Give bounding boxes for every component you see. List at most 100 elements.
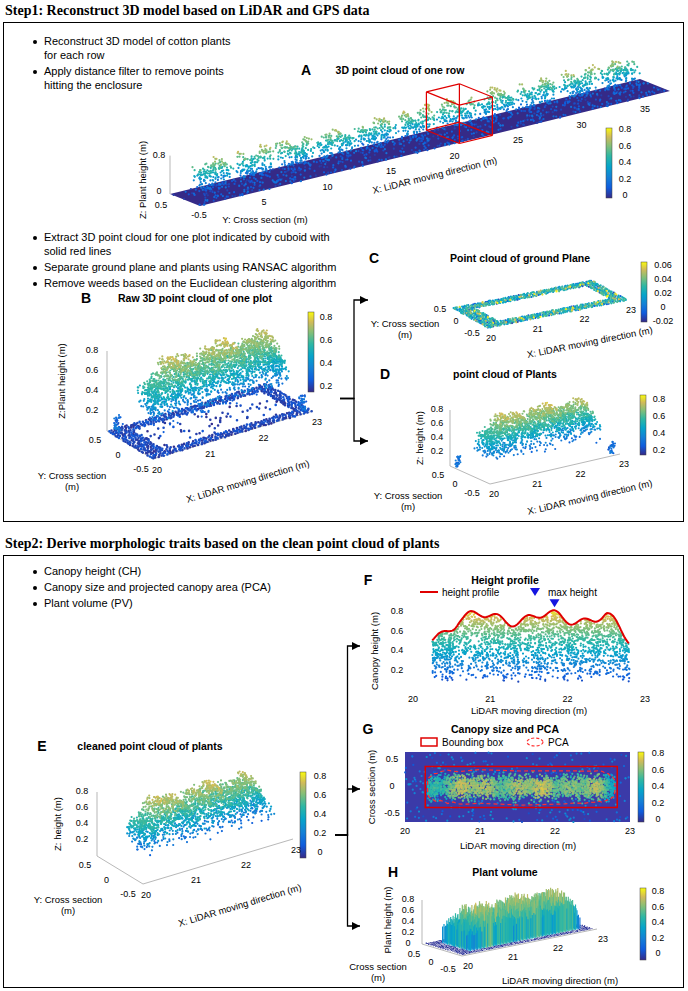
surface-column: [511, 942, 512, 944]
colorbar: [308, 312, 314, 392]
point-cloud: [215, 65, 617, 165]
point-cloud: [454, 630, 618, 632]
arrow-connector: [340, 300, 368, 399]
surface-column: [484, 927, 485, 948]
surface-column: [498, 947, 499, 948]
surface-column: [437, 944, 438, 946]
surface-column: [583, 928, 584, 929]
red-cuboid: [459, 97, 492, 105]
point-cloud: [208, 62, 634, 170]
tick-label: 25: [513, 136, 523, 146]
surface-column: [436, 944, 437, 946]
surface-column: [550, 913, 551, 934]
surface-column: [465, 950, 466, 951]
bullet-text: Separate ground plane and plants using R…: [30, 260, 348, 274]
surface-column: [570, 931, 571, 933]
max-height-marker: [550, 599, 560, 607]
surface-column: [500, 923, 501, 945]
surface-column: [527, 919, 528, 939]
surface-column: [443, 944, 444, 946]
surface-column: [546, 910, 547, 936]
tick-label: -0.02: [653, 317, 674, 327]
surface-column: [466, 936, 467, 951]
surface-column: [492, 948, 493, 949]
tick-label: 0.5: [432, 471, 445, 481]
panel-title: Plant volume: [472, 866, 537, 878]
surface-column: [499, 917, 500, 945]
surface-column: [444, 948, 445, 950]
surface-column: [582, 929, 583, 930]
surface-column: [543, 916, 544, 936]
surface-column: [437, 945, 438, 947]
panel-title: cleaned point cloud of plants: [77, 740, 222, 752]
surface-column: [523, 941, 524, 942]
point-cloud: [195, 65, 629, 170]
surface-column: [554, 935, 555, 936]
surface-column: [526, 941, 527, 943]
point-cloud: [448, 680, 629, 682]
tick-label: -0.5: [191, 211, 207, 221]
surface-column: [569, 931, 570, 933]
surface-column: [479, 949, 480, 951]
point-cloud: [480, 289, 619, 319]
surface-column: [511, 944, 512, 945]
axis-label: Cross section (m): [367, 750, 378, 824]
surface-column: [446, 944, 447, 946]
surface-column: [581, 926, 582, 927]
surface-column: [495, 946, 496, 947]
surface-column: [537, 906, 538, 937]
surface-column: [523, 910, 524, 940]
point-cloud: [496, 398, 588, 420]
surface-column: [516, 943, 517, 944]
surface-column: [571, 932, 572, 934]
step-panel: Step2: Derive morphologic traits based o…: [3, 555, 684, 988]
point-cloud: [167, 331, 267, 364]
surface-column: [456, 947, 457, 949]
tick-label: 0.8: [652, 887, 665, 897]
surface-column: [467, 952, 468, 954]
surface-column: [476, 933, 477, 950]
surface-column: [441, 944, 442, 946]
surface-column: [497, 917, 498, 945]
surface-column: [542, 918, 543, 937]
arrow-connector: [340, 399, 368, 442]
point-cloud: [214, 62, 616, 159]
point-cloud: [467, 613, 607, 615]
surface-column: [482, 950, 483, 951]
surface-column: [536, 908, 537, 938]
surface-column: [453, 946, 454, 947]
surface-column: [590, 928, 591, 930]
colorbar: [638, 752, 644, 822]
surface-column: [447, 946, 448, 948]
tick-label: 20: [486, 334, 496, 344]
tick-label: 22: [259, 434, 269, 444]
point-cloud: [411, 753, 629, 822]
surface-column: [442, 927, 443, 944]
axis-label: LiDAR moving direction (m): [471, 706, 587, 717]
tick-label: 0: [655, 815, 660, 825]
tick-label: 0.8: [320, 313, 333, 323]
surface-column: [447, 924, 448, 945]
surface-column: [448, 945, 449, 946]
tick-label: 0.8: [314, 772, 327, 782]
point-cloud: [407, 755, 617, 819]
surface-column: [459, 922, 460, 948]
surface-column: [562, 904, 563, 932]
tick-label: 0.04: [654, 275, 672, 285]
tick-label: 20: [463, 962, 473, 972]
surface-column: [431, 943, 432, 945]
surface-column: [549, 910, 550, 935]
surface-column: [455, 948, 456, 949]
axis-label: Y: Cross section (m): [371, 491, 445, 513]
surface-column: [444, 944, 445, 945]
tick-label: 21: [191, 876, 201, 886]
surface-column: [470, 930, 471, 951]
surface-column: [582, 928, 583, 929]
surface-column: [462, 952, 463, 953]
surface-column: [525, 941, 526, 942]
surface-column: [430, 942, 431, 943]
tick-label: 0.4: [652, 782, 665, 792]
surface-column: [505, 944, 506, 945]
tick-label: 0.2: [314, 829, 327, 839]
surface-column: [536, 937, 537, 939]
